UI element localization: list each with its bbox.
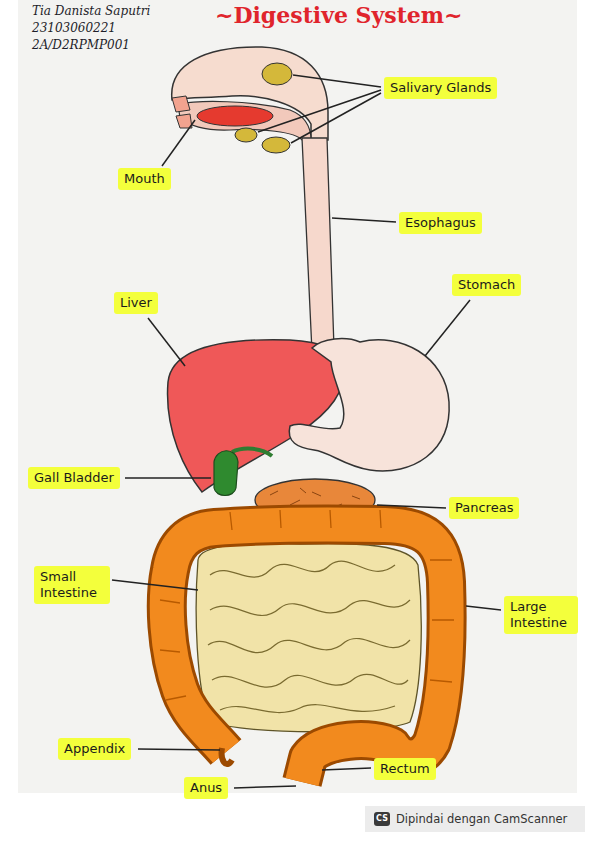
author-name: Tia Danista Saputri	[32, 4, 150, 19]
salivary-gland	[262, 137, 290, 153]
lower-lip	[176, 114, 192, 128]
organ-label: Esophagus	[399, 212, 482, 234]
organ-label: Pancreas	[449, 497, 519, 519]
bile-duct	[232, 449, 272, 456]
small-intestine-loops	[208, 561, 410, 712]
esophagus	[302, 138, 334, 352]
organ-label: Small Intestine	[34, 566, 110, 604]
stomach	[289, 339, 449, 471]
scanner-icon: CS	[374, 812, 390, 826]
organ-label: Stomach	[452, 274, 521, 296]
salivary-gland	[235, 128, 257, 142]
student-id: 23103060221	[32, 21, 116, 36]
organ-label: Salivary Glands	[384, 77, 497, 99]
diagram-title: ~Digestive System~	[215, 2, 463, 28]
organ-label: Gall Bladder	[28, 467, 120, 489]
gall-bladder	[214, 451, 238, 496]
appendix	[222, 748, 232, 764]
upper-lip	[172, 96, 190, 112]
watermark-band	[365, 806, 585, 832]
tongue	[197, 106, 273, 126]
leader-lines	[112, 75, 501, 788]
liver	[168, 340, 346, 492]
paper	[18, 0, 577, 793]
salivary-gland	[262, 63, 292, 85]
small-intestine	[196, 543, 421, 731]
organ-label: Large Intestine	[504, 596, 578, 634]
large-intestine	[167, 524, 447, 782]
organ-label: Rectum	[374, 758, 436, 780]
organ-label: Mouth	[118, 168, 171, 190]
organ-label: Appendix	[58, 738, 131, 760]
large-intestine-folds	[160, 510, 454, 700]
large-intestine-outline	[167, 524, 447, 782]
organ-label: Anus	[184, 777, 228, 799]
organ-label: Liver	[114, 292, 158, 314]
class-code: 2A/D2RPMP001	[32, 38, 130, 53]
watermark: Dipindai dengan CamScanner	[396, 811, 567, 827]
head-outline	[172, 47, 328, 140]
